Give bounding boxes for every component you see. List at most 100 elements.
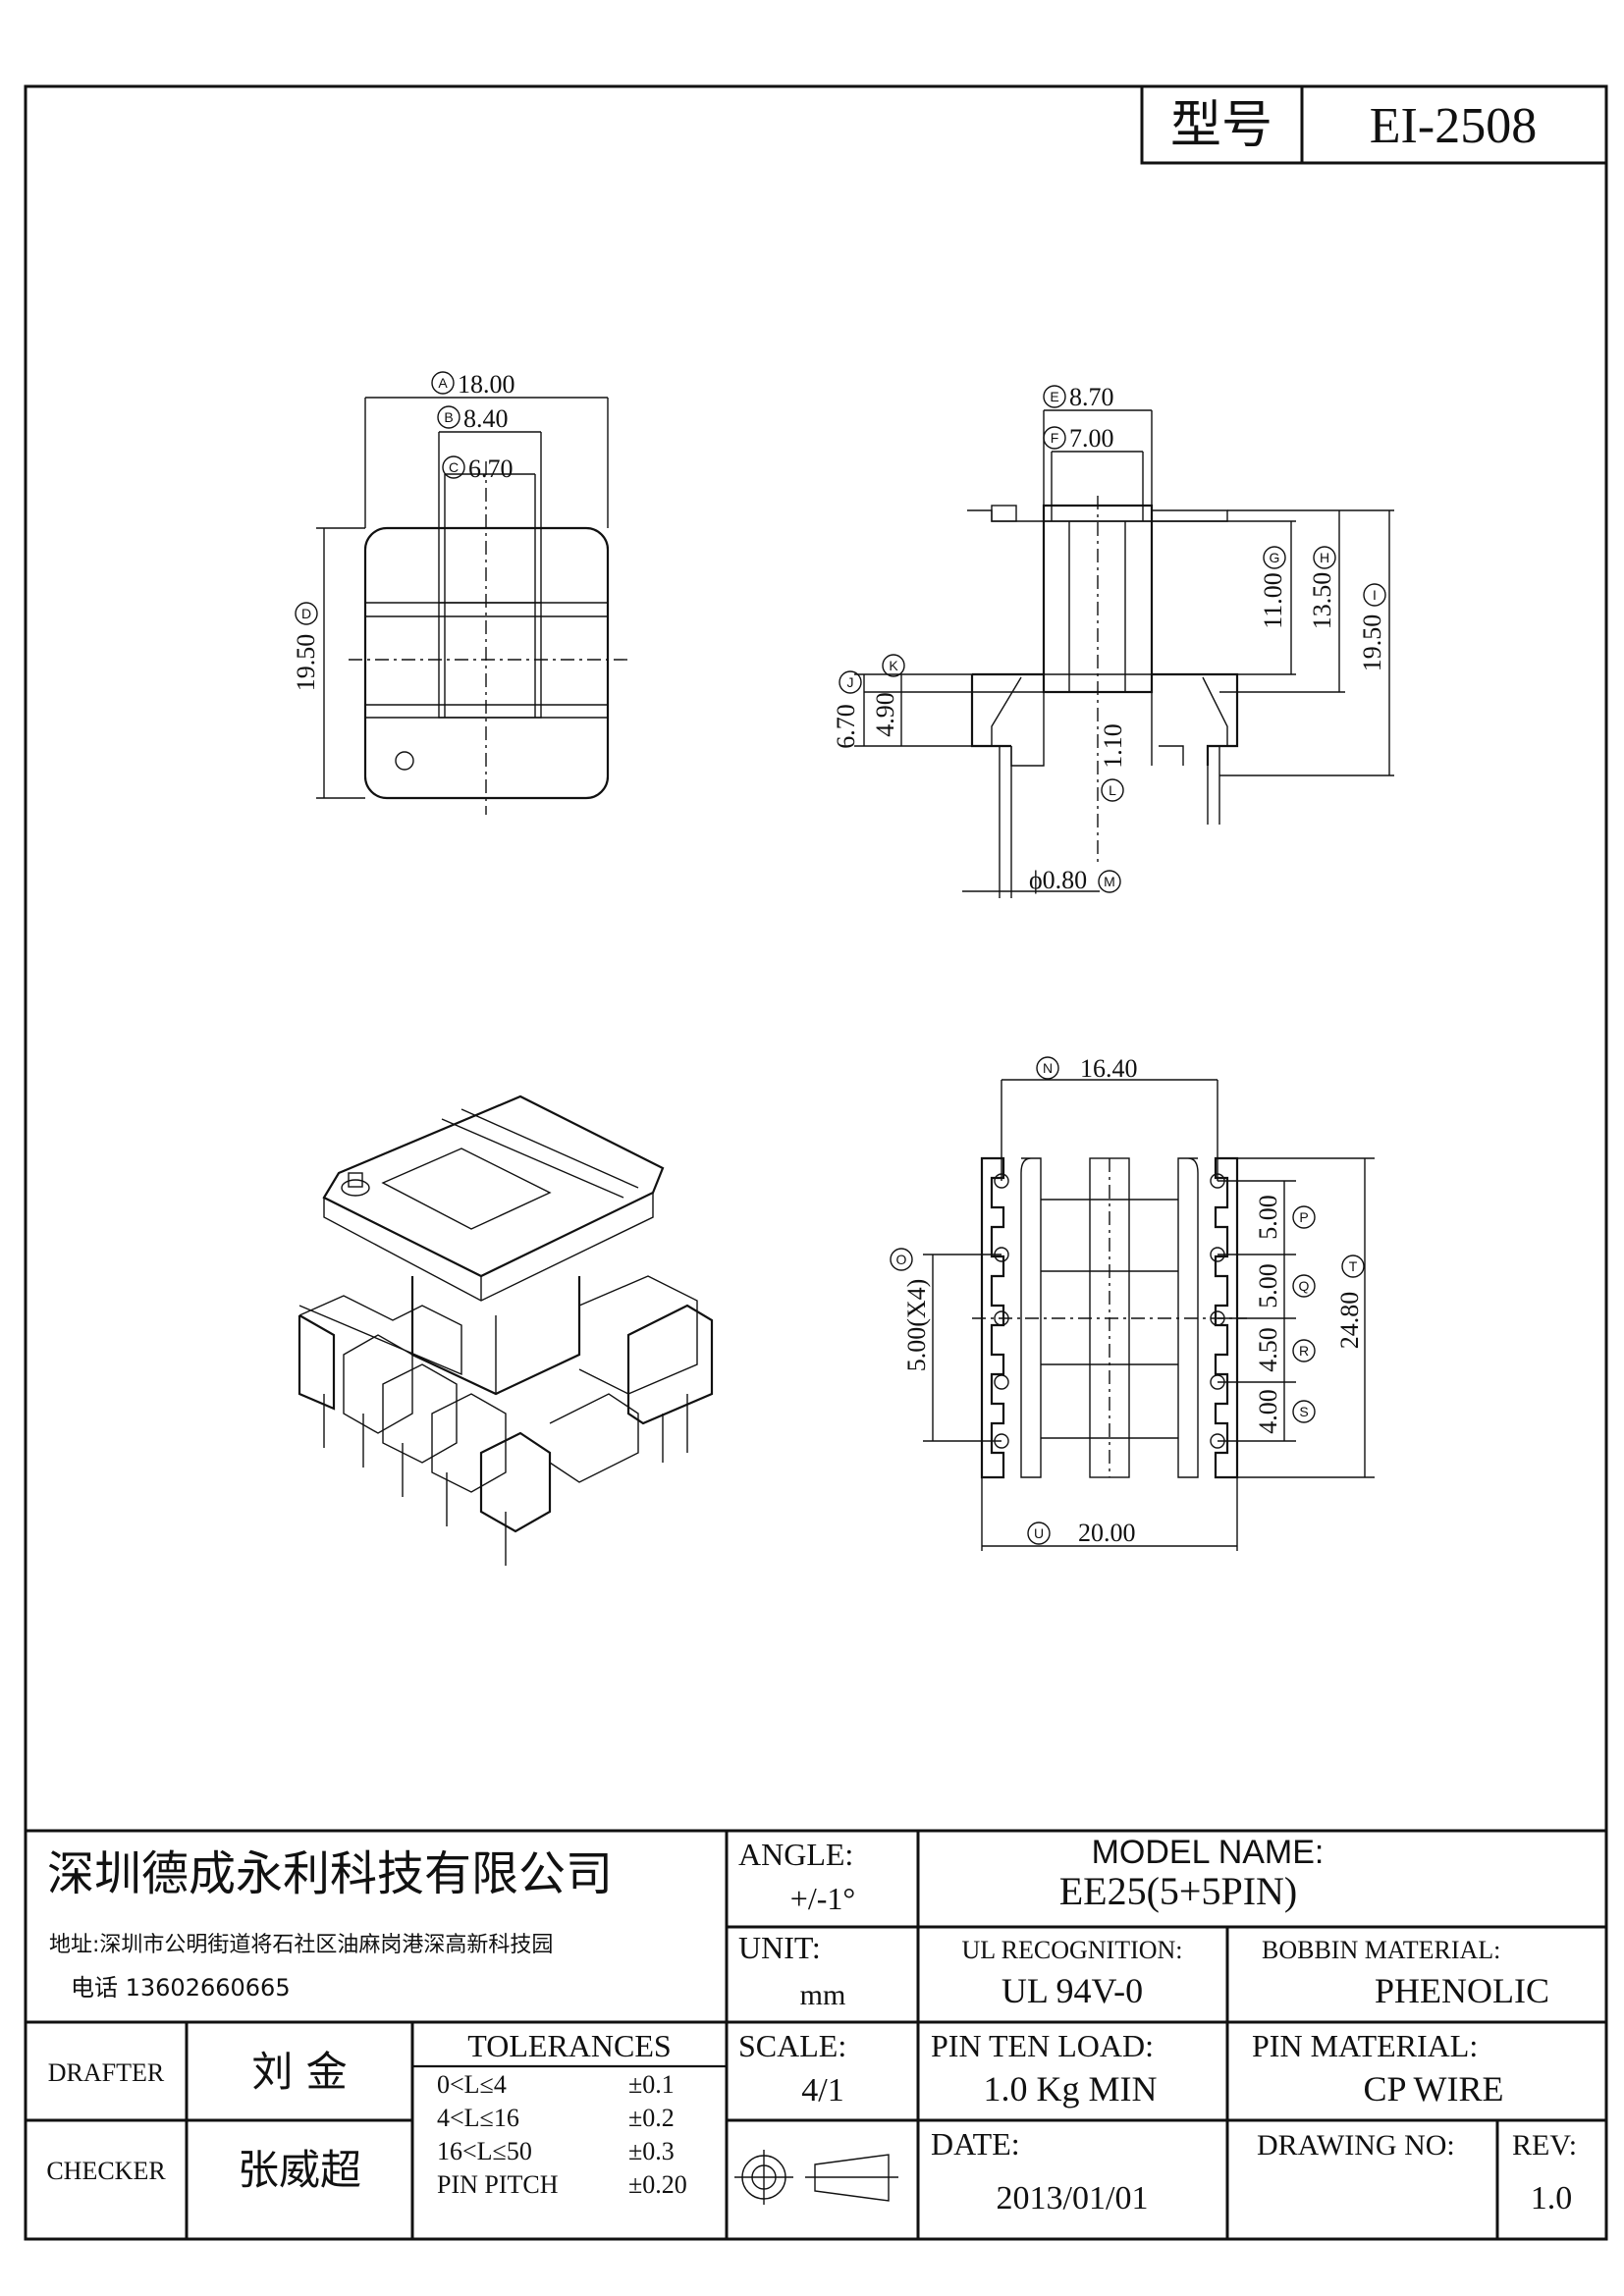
- company-name: 深圳德成永利科技有限公司: [47, 1846, 613, 1901]
- tag-e-icon: [1043, 385, 1066, 408]
- bobbin-value: PHENOLIC: [1375, 1971, 1549, 2010]
- dim-m-value: ϕ0.80: [1029, 866, 1087, 894]
- scale-value: 4/1: [801, 2072, 843, 2109]
- tag-r-icon: [1292, 1339, 1316, 1362]
- tag-o-icon: [890, 1248, 913, 1271]
- tag-p-icon: [1292, 1205, 1316, 1229]
- tag-m: M: [1104, 874, 1115, 889]
- tag-s-icon: [1292, 1400, 1316, 1423]
- dim-r-value: 4.50: [1254, 1327, 1282, 1372]
- dim-j-value: 6.70: [832, 704, 860, 749]
- drafter-label: DRAFTER: [48, 2058, 165, 2087]
- dim-o-value: 5.00(X4): [902, 1279, 931, 1372]
- tag-g-icon: [1263, 546, 1286, 569]
- dim-l-value: 1.10: [1099, 723, 1127, 769]
- tag-n: N: [1043, 1060, 1053, 1076]
- company-phone: 电话 13602660665: [71, 1974, 291, 2002]
- tag-a-icon: [431, 371, 455, 395]
- tag-c-icon: [442, 455, 465, 479]
- pin-load-label: PIN TEN LOAD:: [931, 2028, 1154, 2063]
- isometric-view: [298, 1095, 714, 1566]
- tag-b: B: [444, 409, 453, 425]
- bobbin-label: BOBBIN MATERIAL:: [1262, 1936, 1500, 1964]
- pin1-marker-icon: [395, 751, 414, 771]
- tag-s: S: [1299, 1404, 1308, 1419]
- tag-f-icon: [1043, 426, 1066, 450]
- tag-e: E: [1050, 389, 1058, 404]
- dim-a-value: 18.00: [458, 370, 515, 399]
- projection-symbol-icon: [734, 2150, 898, 2205]
- tag-d-icon: [295, 602, 318, 625]
- checker-label: CHECKER: [46, 2157, 166, 2185]
- tag-j: J: [847, 674, 854, 690]
- unit-value: mm: [800, 1979, 846, 2011]
- tolerance-range-4: PIN PITCH: [437, 2170, 559, 2199]
- tag-p: P: [1299, 1209, 1308, 1225]
- tag-c: C: [449, 459, 459, 475]
- dim-e-value: 8.70: [1069, 383, 1114, 411]
- tag-u: U: [1034, 1525, 1044, 1541]
- model-name-label: MODEL NAME:: [1092, 1834, 1325, 1871]
- dim-t-value: 24.80: [1335, 1292, 1364, 1350]
- angle-value: +/-1°: [790, 1881, 855, 1916]
- tolerance-value-1: ±0.1: [628, 2070, 675, 2099]
- dim-p-value: 5.00: [1254, 1195, 1282, 1240]
- tag-t-icon: [1341, 1255, 1365, 1278]
- dim-c-value: 6.70: [468, 454, 514, 483]
- dim-h-value: 13.50: [1308, 572, 1336, 630]
- dim-n-value: 16.40: [1080, 1054, 1138, 1083]
- model-header-label: 型号: [1170, 98, 1272, 154]
- scale-label: SCALE:: [738, 2028, 846, 2063]
- model-name-value: EE25(5+5PIN): [1059, 1869, 1298, 1913]
- tag-t: T: [1349, 1258, 1358, 1274]
- tag-k-icon: [882, 654, 905, 677]
- angle-label: ANGLE:: [738, 1837, 853, 1872]
- date-label: DATE:: [931, 2126, 1020, 2162]
- tolerance-value-3: ±0.3: [628, 2137, 675, 2165]
- tag-b-icon: [437, 405, 460, 429]
- title-block: 深圳德成永利科技有限公司 地址:深圳市公明街道将石社区油麻岗港深高新科技园 电话…: [26, 1829, 1606, 2239]
- tag-r: R: [1299, 1343, 1309, 1359]
- sheet-border: [24, 84, 1608, 2241]
- dim-i-value: 19.50: [1358, 614, 1386, 672]
- unit-label: UNIT:: [738, 1930, 821, 1965]
- rev-value: 1.0: [1531, 2180, 1573, 2216]
- company-address: 地址:深圳市公明街道将石社区油麻岗港深高新科技园: [49, 1933, 553, 1957]
- pin-material-value: CP WIRE: [1363, 2069, 1503, 2109]
- top-view: A 18.00 B 8.40 C 6.70 19.50 D: [292, 370, 628, 815]
- pin-material-label: PIN MATERIAL:: [1252, 2028, 1478, 2063]
- tag-l-icon: [1101, 778, 1124, 802]
- dim-d-value: 19.50: [292, 634, 320, 692]
- tag-q-icon: [1292, 1274, 1316, 1298]
- dim-u-value: 20.00: [1078, 1519, 1136, 1547]
- tag-i: I: [1373, 587, 1377, 603]
- tag-n-icon: [1036, 1056, 1059, 1080]
- tag-i-icon: [1363, 583, 1386, 607]
- side-view: E 8.70 F 7.00 11.00 G 13.50 H 19.50 I 6.…: [832, 383, 1394, 898]
- tag-u-icon: [1027, 1522, 1051, 1545]
- tolerance-range-3: 16<L≤50: [437, 2137, 532, 2165]
- checker-name: 张威超: [238, 2146, 361, 2194]
- tag-f: F: [1051, 430, 1059, 446]
- dim-s-value: 4.00: [1254, 1389, 1282, 1434]
- dim-q-value: 5.00: [1254, 1263, 1282, 1308]
- tolerance-value-4: ±0.20: [628, 2170, 687, 2199]
- tolerance-range-1: 0<L≤4: [437, 2070, 507, 2099]
- date-value: 2013/01/01: [997, 2180, 1149, 2216]
- tag-q: Q: [1299, 1278, 1310, 1294]
- tolerances-label: TOLERANCES: [467, 2028, 671, 2063]
- tag-k: K: [889, 658, 898, 673]
- drafter-name: 刘 金: [251, 2048, 347, 2096]
- model-header-box: 型号 EI-2508: [1140, 86, 1606, 165]
- tag-l: L: [1109, 782, 1116, 798]
- dim-g-value: 11.00: [1259, 572, 1287, 629]
- tag-h-icon: [1313, 546, 1336, 569]
- pin-load-value: 1.0 Kg MIN: [984, 2069, 1158, 2109]
- tolerance-range-2: 4<L≤16: [437, 2104, 519, 2132]
- tolerance-value-2: ±0.2: [628, 2104, 675, 2132]
- tag-m-icon: [1098, 870, 1121, 893]
- model-header-value: EI-2508: [1370, 98, 1537, 154]
- dim-k-value: 4.90: [871, 692, 899, 737]
- drawing-no-label: DRAWING NO:: [1257, 2129, 1455, 2162]
